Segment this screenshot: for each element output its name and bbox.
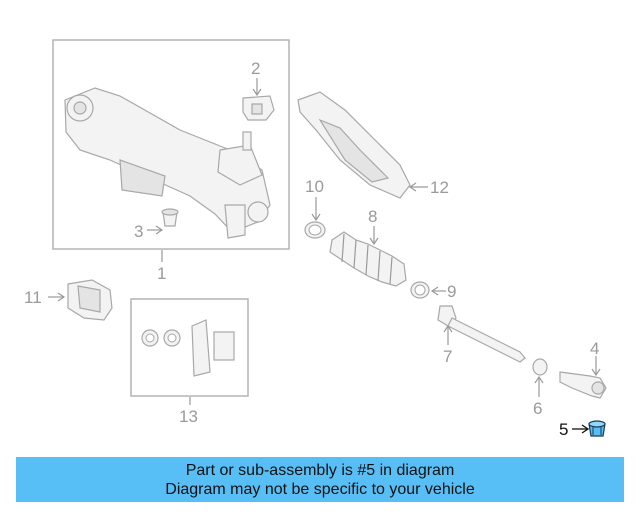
bracket-11-part[interactable] xyxy=(67,279,113,321)
clamp-9-part[interactable] xyxy=(410,281,430,299)
callout-4: 4 xyxy=(590,339,599,358)
heat-shield-part[interactable] xyxy=(297,91,411,199)
clamp-10-part[interactable] xyxy=(304,221,326,239)
assembly-1-frame xyxy=(52,39,290,250)
boot-part[interactable] xyxy=(329,231,407,287)
callout-11: 11 xyxy=(24,288,42,307)
nut-6-part[interactable] xyxy=(532,358,548,376)
mount-bracket-part[interactable] xyxy=(242,95,275,121)
callout-1: 1 xyxy=(157,264,166,283)
tie-rod-part[interactable] xyxy=(437,305,526,363)
nut-5-part-highlighted[interactable] xyxy=(588,420,606,437)
callout-5: 5 xyxy=(559,420,568,439)
callout-8: 8 xyxy=(368,207,377,226)
callout-3: 3 xyxy=(134,222,143,241)
plug-part[interactable] xyxy=(161,208,179,227)
kit-13-frame xyxy=(130,298,249,397)
banner-line-disclaimer: Diagram may not be specific to your vehi… xyxy=(165,481,475,498)
banner-line-part-number: Part or sub-assembly is #5 in diagram xyxy=(185,462,455,479)
callout-10: 10 xyxy=(305,177,324,196)
callout-2: 2 xyxy=(251,59,260,78)
callout-12: 12 xyxy=(430,178,449,197)
callout-9: 9 xyxy=(447,282,456,301)
callout-7: 7 xyxy=(443,347,452,366)
callout-13: 13 xyxy=(179,407,198,426)
part-info-banner: Part or sub-assembly is #5 in diagram Di… xyxy=(16,457,624,502)
tie-rod-end-part[interactable] xyxy=(559,371,607,399)
repair-kit-part[interactable] xyxy=(141,319,235,377)
steering-gear-part[interactable] xyxy=(64,87,271,239)
callout-6: 6 xyxy=(533,399,542,418)
